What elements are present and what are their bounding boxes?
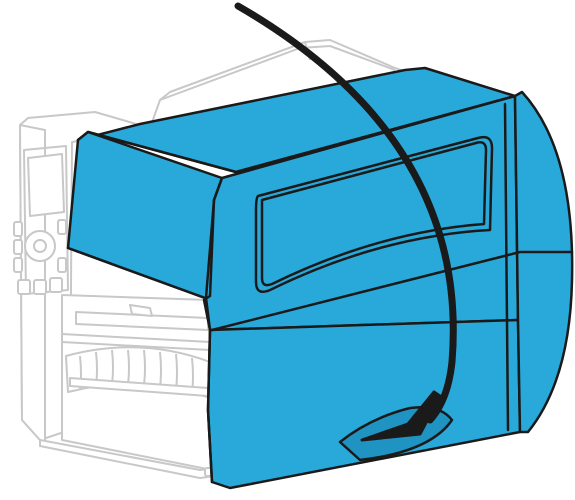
keypad-left-button-3 [13, 257, 23, 273]
arrow-head [360, 390, 442, 442]
nav-keypad-center [33, 239, 47, 253]
close-cover-arrow [234, 2, 457, 442]
output-area [61, 304, 211, 399]
media-guide-rib-5 [143, 349, 146, 386]
media-cover [66, 66, 574, 490]
cover-window-inner [260, 141, 488, 287]
arrow-shaft [234, 2, 457, 424]
bottom-button-3 [49, 277, 63, 293]
printer-top-back [159, 45, 396, 101]
keypad-left-button [13, 221, 23, 237]
cover-seam-horizontal [210, 250, 574, 332]
cover-seam-vertical [503, 102, 510, 432]
display-screen [27, 153, 65, 217]
cover-right-side [513, 90, 574, 434]
media-guide-rib-3 [111, 349, 114, 385]
keypad-right-button [57, 219, 67, 235]
keypad-left-button-2 [13, 239, 23, 255]
control-panel [13, 145, 69, 295]
bottom-button-1 [17, 279, 31, 295]
media-guide-rib-7 [175, 353, 178, 391]
cover-top-edge [86, 94, 517, 174]
cover-lower-panel [206, 318, 522, 490]
keypad-right-button-2 [57, 257, 67, 273]
media-guide-rib-4 [127, 349, 130, 385]
cover-edge-front-left [202, 176, 224, 484]
printhead-bar [75, 311, 209, 331]
cover-window [254, 135, 494, 293]
platen-knob [129, 304, 153, 317]
cover-edge-left-bottom [66, 246, 207, 300]
media-guide-rib-6 [159, 351, 162, 389]
bottom-button-2 [33, 279, 47, 295]
